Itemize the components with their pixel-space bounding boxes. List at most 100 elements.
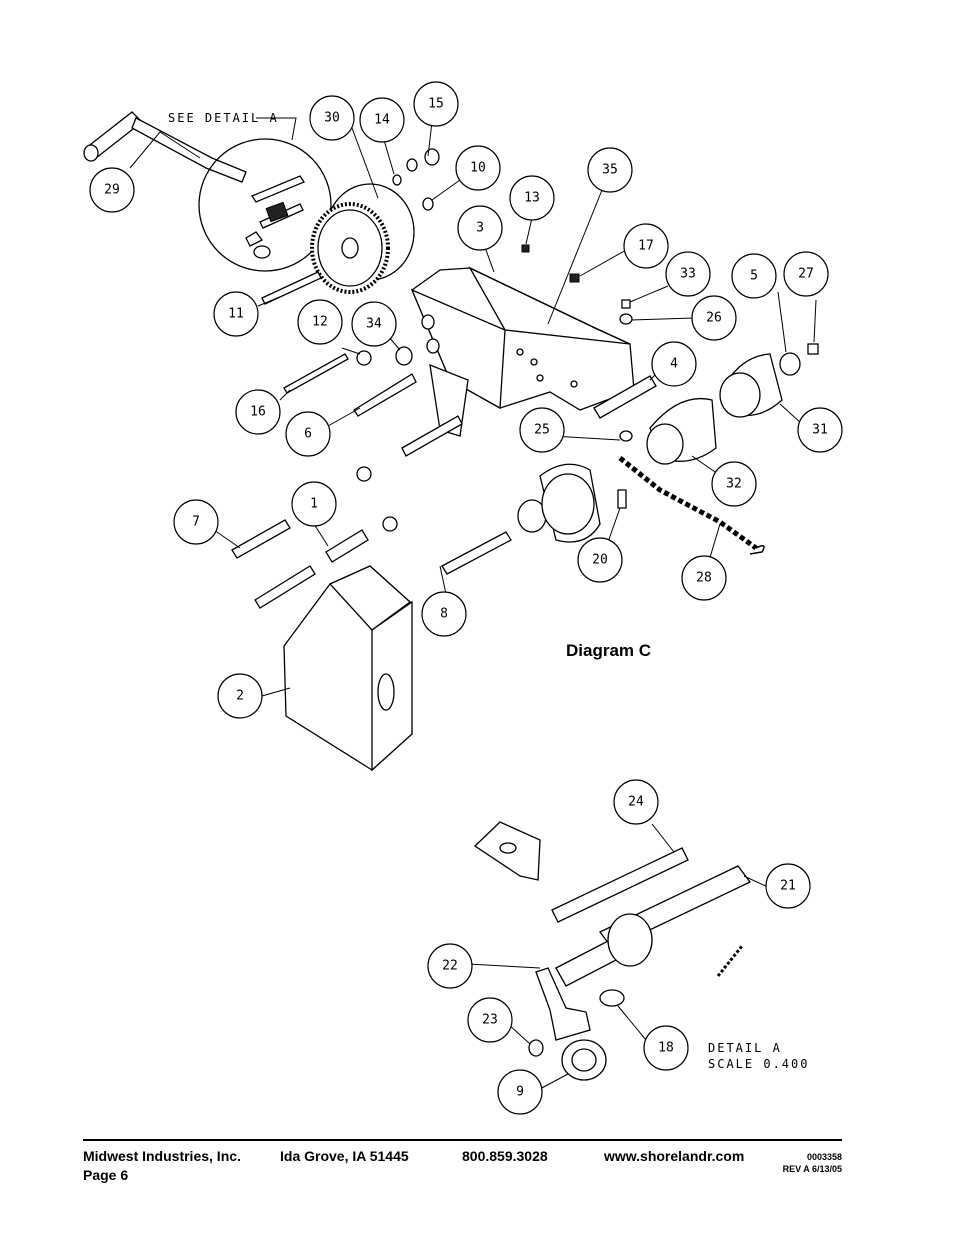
callout-22: 22 <box>427 943 473 989</box>
svg-text:28: 28 <box>696 571 712 586</box>
footer-revision: REV A 6/13/05 <box>782 1164 842 1174</box>
callout-3: 3 <box>457 205 503 251</box>
callout-17: 17 <box>623 223 669 269</box>
washer-14 <box>392 174 402 186</box>
bearing-9 <box>561 1039 607 1081</box>
svg-text:23: 23 <box>482 1013 498 1028</box>
callout-11: 11 <box>213 291 259 337</box>
svg-text:25: 25 <box>534 423 550 438</box>
callout-21: 21 <box>765 863 811 909</box>
svg-text:7: 7 <box>192 515 200 530</box>
callout-14: 14 <box>359 97 405 143</box>
svg-text:17: 17 <box>638 239 654 254</box>
svg-text:24: 24 <box>628 795 644 810</box>
bolt-8 <box>441 531 512 575</box>
svg-text:15: 15 <box>428 97 444 112</box>
svg-text:22: 22 <box>442 959 458 974</box>
callout-15: 15 <box>413 81 459 127</box>
footer-phone: 800.859.3028 <box>462 1148 548 1164</box>
callout-20: 20 <box>577 537 623 583</box>
nut-b <box>382 516 398 532</box>
callout-9: 9 <box>497 1069 543 1115</box>
svg-text:26: 26 <box>706 311 722 326</box>
svg-text:34: 34 <box>366 317 382 332</box>
callout-16: 16 <box>235 389 281 435</box>
pin-20 <box>617 489 627 509</box>
callout-6: 6 <box>285 411 331 457</box>
detail-a-pawl <box>473 821 541 881</box>
nut-27 <box>807 343 819 355</box>
nut-13 <box>521 244 530 253</box>
callout-29: 29 <box>89 167 135 213</box>
callout-13: 13 <box>509 175 555 221</box>
svg-text:6: 6 <box>304 427 312 442</box>
side-plate-2 <box>283 565 413 772</box>
callout-25: 25 <box>519 407 565 453</box>
callout-28: 28 <box>681 555 727 601</box>
svg-text:14: 14 <box>374 113 390 128</box>
svg-text:27: 27 <box>798 267 814 282</box>
shaft-24 <box>551 847 689 923</box>
nut-12 <box>356 350 372 366</box>
bolt-16 <box>283 353 349 394</box>
footer-company: Midwest Industries, Inc. <box>83 1148 241 1164</box>
callout-8: 8 <box>421 591 467 637</box>
detail-a-inner-parts <box>245 175 305 259</box>
spring-18 <box>599 989 625 1007</box>
callout-32: 32 <box>711 461 757 507</box>
bolt-7 <box>231 519 291 559</box>
callout-7: 7 <box>173 499 219 545</box>
svg-text:2: 2 <box>236 689 244 704</box>
spacer-1 <box>325 529 369 563</box>
svg-text:18: 18 <box>658 1041 674 1056</box>
footer-doc-number: 0003358 <box>806 1152 842 1162</box>
roller-31 <box>719 353 783 418</box>
callout-26: 26 <box>691 295 737 341</box>
leader-lines <box>129 117 817 1091</box>
footer-location: Ida Grove, IA 51445 <box>280 1148 409 1164</box>
svg-text:29: 29 <box>104 183 120 198</box>
svg-text:3: 3 <box>476 221 484 236</box>
bolt-upper <box>401 415 463 457</box>
bushing-15b <box>424 148 440 166</box>
washer-23 <box>528 1039 544 1057</box>
svg-text:31: 31 <box>812 423 828 438</box>
callout-1: 1 <box>291 481 337 527</box>
svg-text:21: 21 <box>780 879 796 894</box>
svg-text:10: 10 <box>470 161 486 176</box>
bolt-lower <box>254 565 316 609</box>
washer-10 <box>422 197 434 211</box>
callout-10: 10 <box>455 145 501 191</box>
svg-text:4: 4 <box>670 357 678 372</box>
svg-text:12: 12 <box>312 315 328 330</box>
detail-a-title: DETAIL A <box>708 1041 782 1055</box>
nut-33 <box>621 299 631 309</box>
callout-33: 33 <box>665 251 711 297</box>
svg-text:16: 16 <box>250 405 266 420</box>
spacer-34 <box>395 346 413 366</box>
svg-text:5: 5 <box>750 269 758 284</box>
footer-page-number: Page 6 <box>83 1167 129 1183</box>
pawl-22 <box>535 967 591 1041</box>
washer-25 <box>619 430 633 442</box>
shear-pin <box>716 945 744 977</box>
svg-text:13: 13 <box>524 191 540 206</box>
footer-website[interactable]: www.shorelandr.com <box>604 1148 745 1164</box>
roller-32 <box>646 397 717 465</box>
callout-24: 24 <box>613 779 659 825</box>
diagram-caption: Diagram C <box>566 641 652 660</box>
svg-text:30: 30 <box>324 111 340 126</box>
svg-text:33: 33 <box>680 267 696 282</box>
bushing-15a <box>406 158 418 172</box>
detail-a-scale: SCALE 0.400 <box>708 1057 809 1071</box>
callout-5: 5 <box>731 253 777 299</box>
callout-35: 35 <box>587 147 633 193</box>
see-detail-note: SEE DETAIL A <box>168 111 279 125</box>
callout-12: 12 <box>297 299 343 345</box>
winch-frame <box>410 266 635 437</box>
svg-text:35: 35 <box>602 163 618 178</box>
shaft-11 <box>261 271 322 305</box>
svg-text:9: 9 <box>516 1085 524 1100</box>
roller-bushing-5 <box>779 352 801 376</box>
